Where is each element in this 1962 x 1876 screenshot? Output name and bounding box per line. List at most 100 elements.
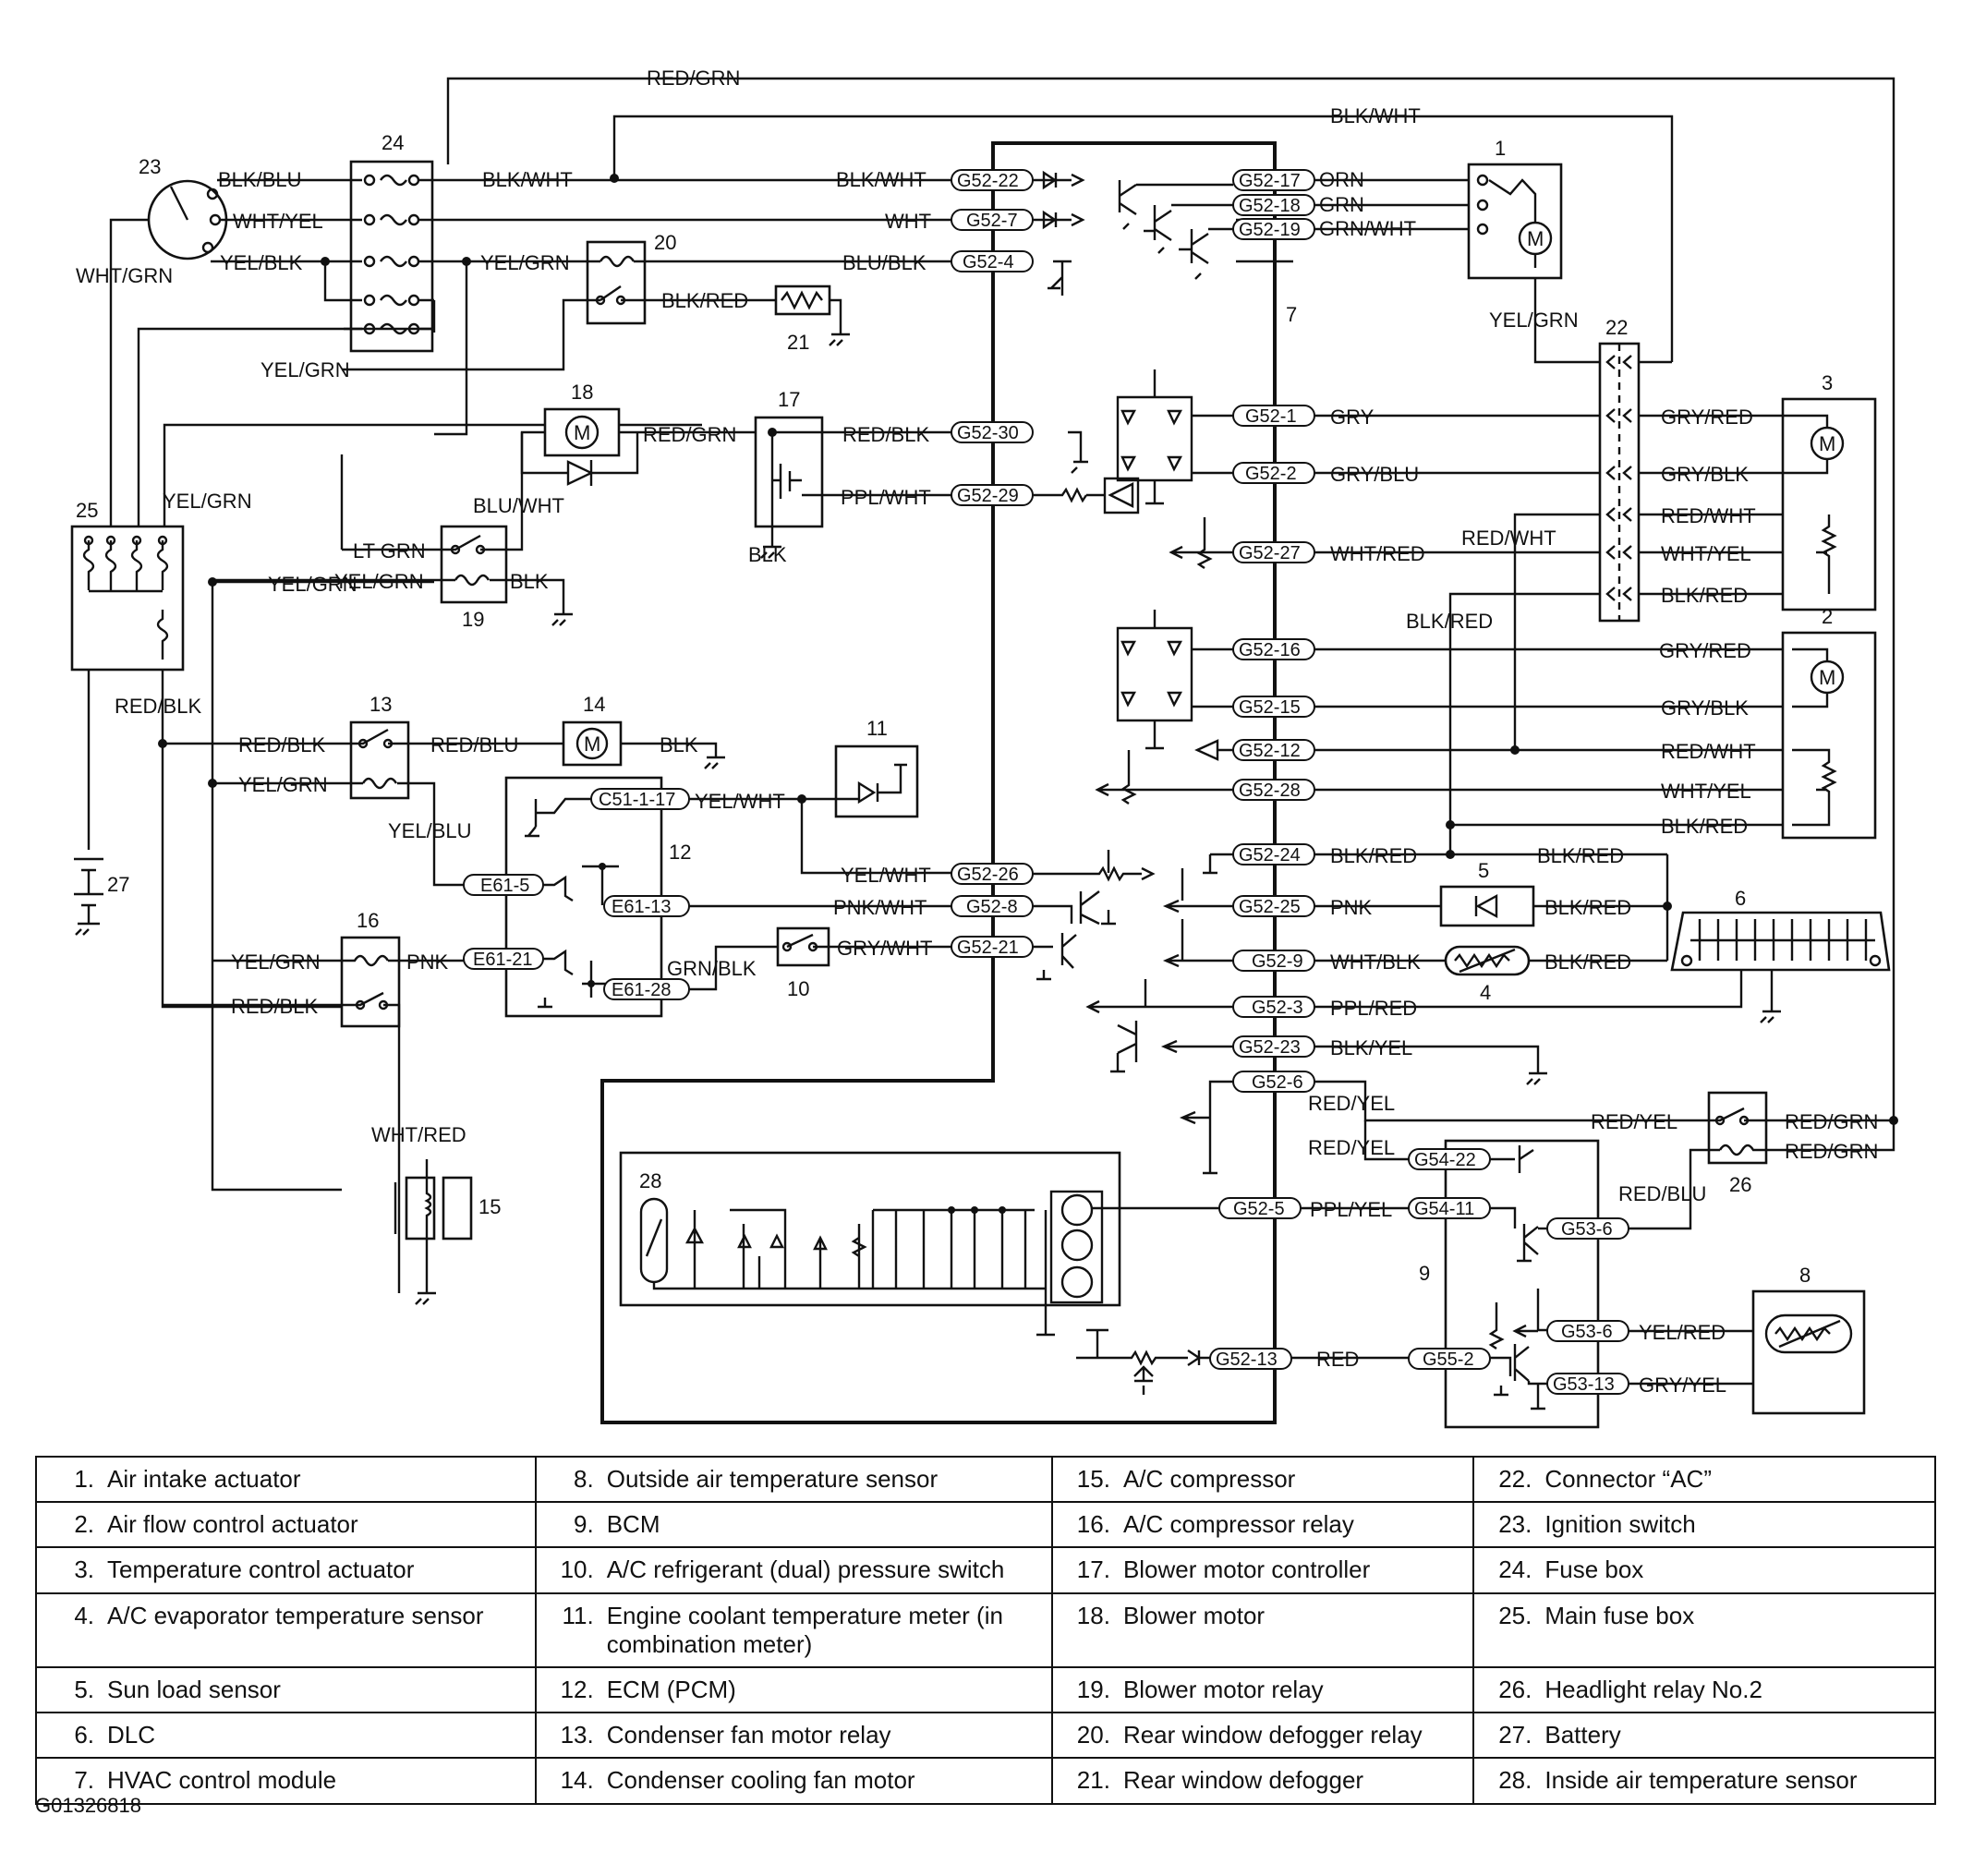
legend-label: Outside air temperature sensor [606,1465,939,1493]
wire-label: RED/WHT [1461,526,1556,550]
connector-pin: G52-12 [1239,741,1301,761]
legend-label: ECM (PCM) [606,1675,736,1703]
connector-pin: E61-28 [612,980,672,1000]
connector-pin: G52-17 [1239,171,1301,191]
connector-pin: E61-5 [480,876,529,896]
wire-label: BLK/RED [1537,844,1624,867]
connector-pin: G54-11 [1414,1199,1474,1219]
wire-label: RED/WHT [1661,504,1756,527]
legend-number: 17. [1076,1555,1110,1584]
wire-label: BLK/RED [1661,584,1748,607]
component-number: 15 [478,1195,501,1218]
wire-label: YEL/GRN [480,251,570,274]
legend-number: 21. [1076,1766,1110,1795]
legend-cell: 17.Blower motor controller [1050,1546,1475,1594]
legend-label: Blower motor relay [1122,1675,1324,1703]
refrigerant-pressure-switch: 10 GRY/WHT [776,926,951,1000]
bcm: 9 G54-22 G54-11 G53-6 G53-6 G55-2 G53-13… [1291,1139,1753,1429]
wire-label: GRN/WHT [1319,217,1416,240]
legend-cell: 23.Ignition switch [1472,1501,1936,1549]
connector-pin: G52-22 [957,171,1019,191]
legend-cell: 16.A/C compressor relay [1050,1501,1475,1549]
wire-label: RED/GRN [1785,1110,1878,1133]
component-number: 18 [571,381,593,404]
legend-cell: 5.Sun load sensor [35,1665,537,1714]
legend-cell: 28.Inside air temperature sensor [1472,1757,1936,1805]
component-number: 5 [1478,859,1489,882]
legend-label: BCM [606,1510,660,1539]
connector-pin: G52-21 [957,938,1019,958]
connector-pin: G53-6 [1561,1219,1613,1240]
component-number: 24 [382,131,404,154]
wire-label: BLK/YEL [1330,1036,1412,1059]
connector-pin: E61-21 [473,950,533,970]
legend-label: Blower motor [1122,1601,1266,1629]
legend-cell: 27.Battery [1472,1712,1936,1760]
wire-label: WHT/BLK [1330,950,1421,974]
legend-number: 11. [562,1601,594,1629]
legend-label: Temperature control actuator [107,1555,415,1584]
legend-cell: 14.Condenser cooling fan motor [534,1757,1053,1805]
wire-label: RED [1316,1348,1359,1371]
wire-label: BLU/BLK [842,251,926,274]
connector-pin: G53-13 [1553,1374,1615,1395]
connector-pin: G52-29 [957,486,1019,506]
air-intake-actuator: 1 M YEL/GRN [1467,137,1617,364]
wire-label: PNK [1330,896,1373,919]
component-number: 17 [778,388,800,411]
connector-pin: G52-26 [957,865,1019,885]
battery: 27 [74,857,129,936]
legend-cell: 11.Engine coolant temperature meter (in … [534,1592,1053,1668]
component-number: 1 [1495,137,1506,160]
connector-pin: G52-25 [1239,897,1301,917]
wire-label: YEL/BLK [220,251,303,274]
legend-number: 8. [574,1465,594,1493]
legend-label: Condenser cooling fan motor [606,1766,915,1795]
wire-label: YEL/GRN [268,573,357,596]
wire-label: GRY/YEL [1639,1374,1726,1397]
blower-motor: M 18 RED/GRN BLU/WHT [473,381,757,536]
legend-cell: 18.Blower motor [1050,1592,1475,1668]
component-number: 25 [76,499,98,522]
wire-label: RED/YEL [1308,1092,1395,1115]
connector-pin: G52-6 [1252,1072,1303,1093]
legend-number: 24. [1498,1555,1532,1584]
legend-number: 26. [1498,1675,1532,1703]
wire-label: YEL/GRN [238,773,328,796]
wire-label: GRN/BLK [667,957,757,980]
legend-number: 25. [1498,1601,1532,1629]
wire-label: RED/BLK [238,733,325,756]
legend-label: A/C compressor relay [1122,1510,1354,1539]
legend-cell: 4.A/C evaporator temperature sensor [35,1592,537,1668]
wire-label: RED/YEL [1308,1136,1395,1159]
component-number: 4 [1480,981,1491,1004]
wire-label: GRY [1330,405,1375,429]
condenser-fan-motor-relay: 13 RED/BLK RED/BLU YEL/GRN YEL/BLU [163,693,563,887]
legend-cell: 9.BCM [534,1501,1053,1549]
wire-label: WHT [885,210,931,233]
wire-label: GRY/RED [1661,405,1753,429]
component-number: 3 [1822,371,1833,394]
legend-cell: 13.Condenser fan motor relay [534,1712,1053,1760]
rear-window-defogger: 21 [774,284,850,354]
legend-number: 20. [1076,1721,1110,1749]
motor-symbol: M [584,732,600,756]
condenser-cooling-fan-motor: M 14 BLK [562,693,725,769]
legend-number: 15. [1076,1465,1110,1493]
wire-label: BLK/RED [1661,815,1748,838]
wire-label: GRY/WHT [837,937,932,960]
wire-label: YEL/GRN [163,490,252,513]
component-number: 11 [866,717,888,740]
wire-label: GRY/BLU [1330,463,1419,486]
motor-symbol: M [1819,432,1835,455]
wire-label: BLK/WHT [482,168,573,191]
legend-number: 27. [1498,1721,1532,1749]
wire-label: RED/BLK [842,423,929,446]
legend-cell: 1.Air intake actuator [35,1455,537,1504]
hvac-pins: G52-22 G52-7 G52-4 G52-30 G52-29 G52-17 … [951,168,1469,1395]
wire-label: RED/BLK [231,995,318,1018]
legend-number: 3. [74,1555,94,1584]
legend-number: 13. [560,1721,594,1749]
